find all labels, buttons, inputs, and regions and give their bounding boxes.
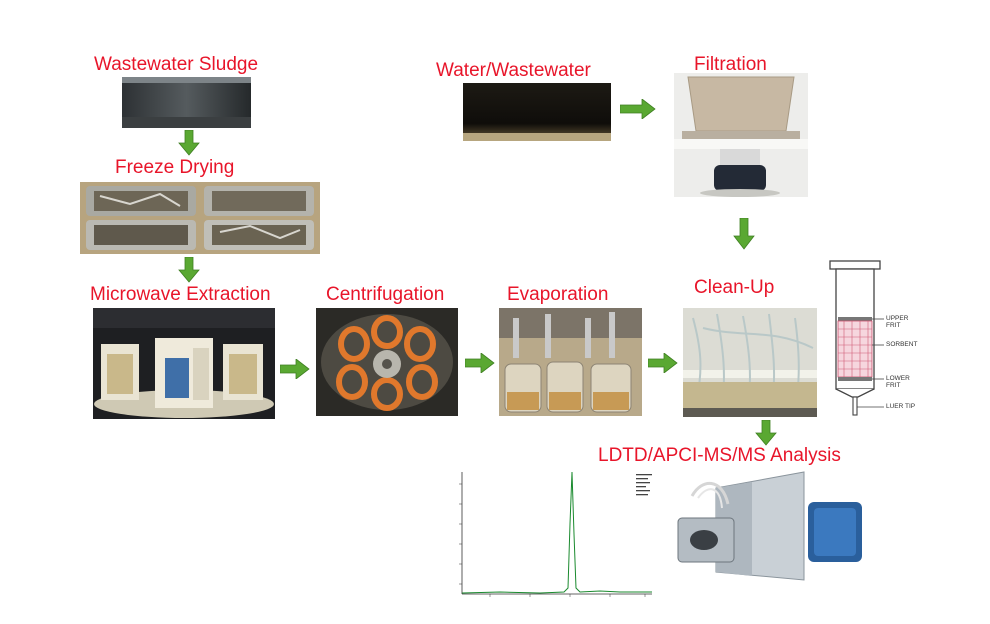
arrow-right-water (620, 99, 656, 119)
label-microwave-extraction: Microwave Extraction (90, 284, 271, 305)
photo-microwave-extraction (93, 308, 275, 419)
photo-clean-up (683, 308, 817, 417)
photo-ms-instrument (672, 468, 869, 588)
arrow-right-microwave (280, 359, 310, 379)
label-freeze-drying: Freeze Drying (115, 157, 235, 178)
label-analysis: LDTD/APCI-MS/MS Analysis (598, 445, 841, 466)
photo-wastewater-sludge (122, 77, 251, 128)
spe-label-sorbent: SORBENT (886, 341, 918, 348)
arrow-down-cleanup (755, 420, 777, 446)
spe-label-lower-frit: LOWER FRIT (886, 375, 910, 389)
label-evaporation: Evaporation (507, 284, 609, 305)
arrow-down-filtration (733, 218, 755, 250)
spe-label-upper-frit: UPPER FRIT (886, 315, 909, 329)
label-water-wastewater: Water/Wastewater (436, 60, 591, 81)
photo-centrifugation (316, 308, 458, 416)
label-wastewater-sludge: Wastewater Sludge (94, 54, 259, 75)
label-clean-up: Clean-Up (694, 277, 775, 298)
photo-freeze-drying (80, 182, 320, 254)
arrow-down-freeze (178, 257, 200, 283)
arrow-right-centrifugation (465, 353, 495, 373)
arrow-right-evaporation (648, 353, 678, 373)
arrow-down-sludge (178, 130, 200, 156)
spe-label-luer-tip: LUER TIP (886, 403, 916, 410)
photo-water-wastewater (463, 83, 611, 141)
photo-filtration (674, 73, 808, 197)
chromatogram-plot (440, 464, 660, 607)
photo-evaporation (499, 308, 642, 416)
label-filtration: Filtration (694, 54, 767, 75)
label-centrifugation: Centrifugation (326, 284, 445, 305)
spe-cartridge-diagram: UPPER FRIT SORBENT LOWER FRIT LUER TIP (822, 253, 922, 417)
